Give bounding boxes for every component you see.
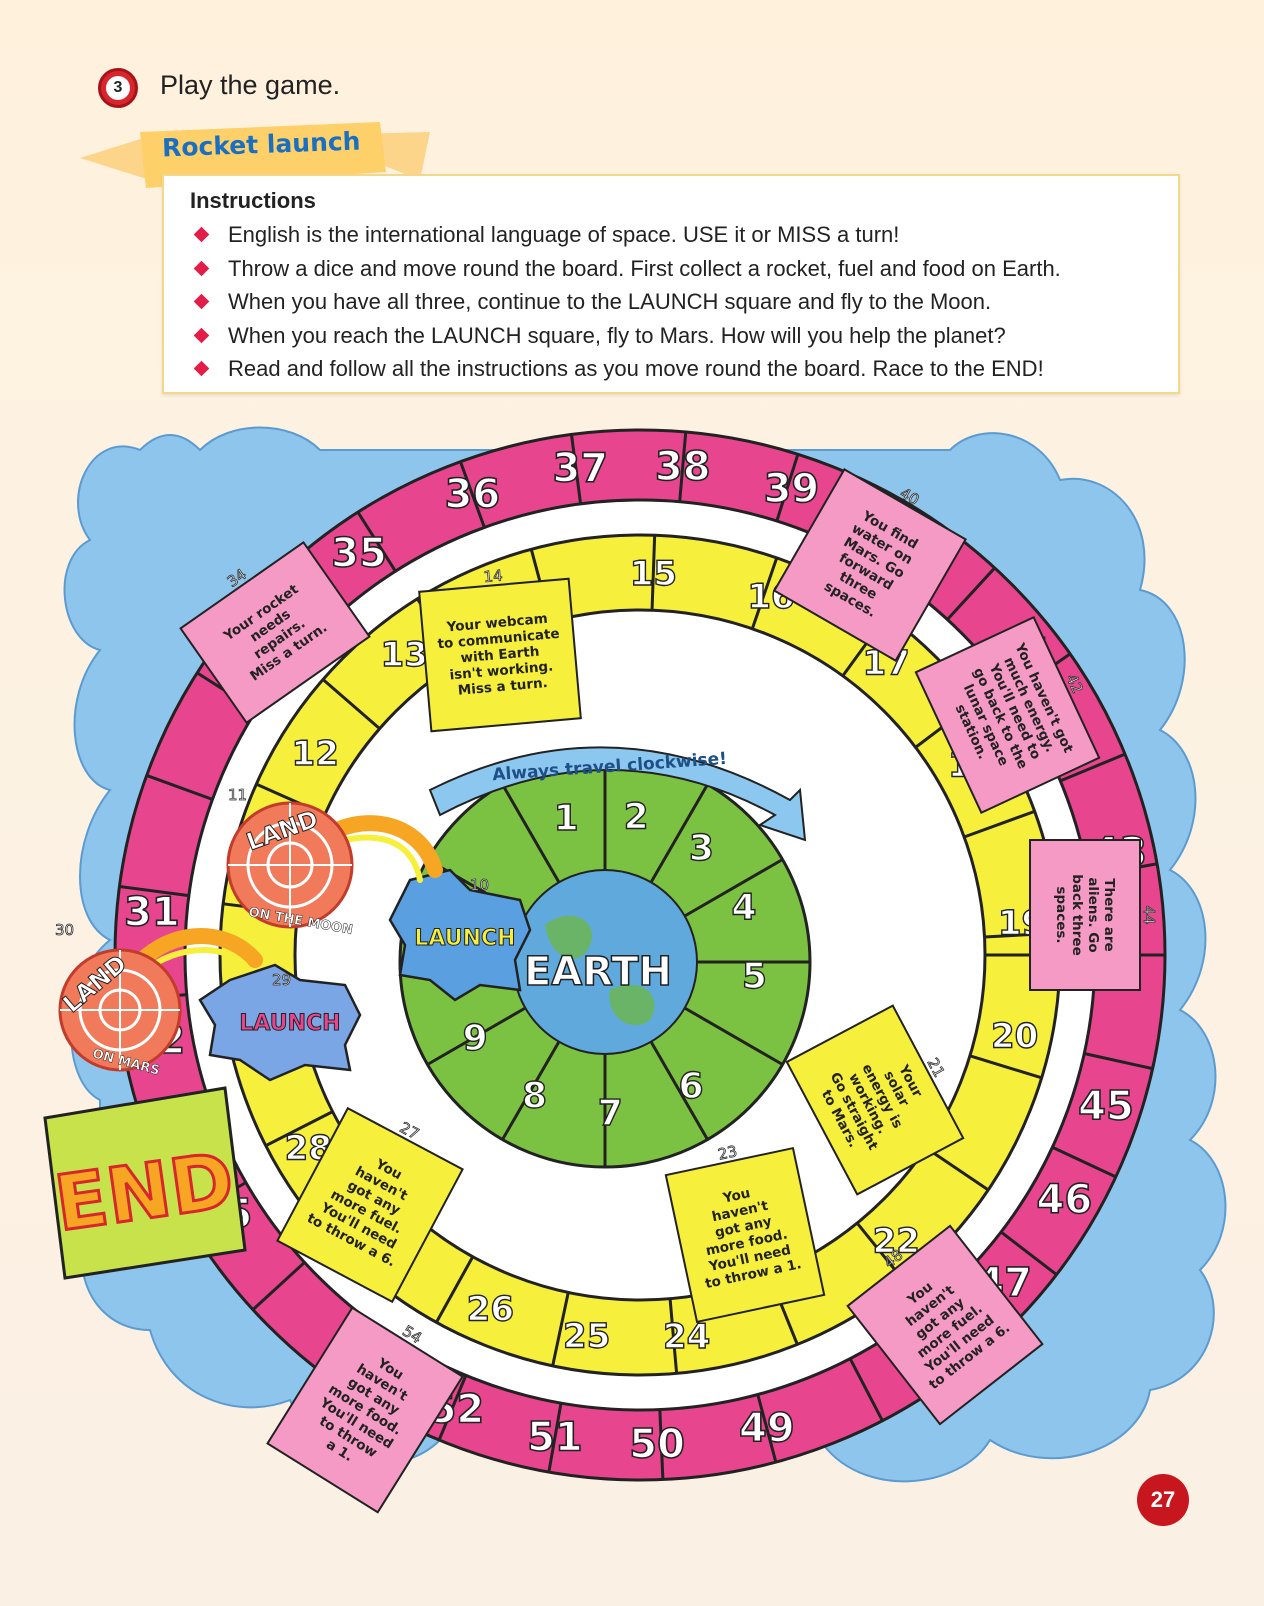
square-49: 49 [739, 1405, 795, 1451]
instruction-item: When you have all three, continue to the… [193, 285, 1061, 319]
land-moon-number: 11 [228, 786, 247, 804]
square-46: 46 [1037, 1177, 1093, 1223]
launch-29-space: 29 LAUNCH [198, 963, 362, 1082]
card-number: 23 [716, 1142, 738, 1164]
title-ribbon [80, 122, 430, 188]
square-24: 24 [663, 1317, 710, 1357]
card-text-line: aliens. Go [1085, 877, 1101, 952]
square-28: 28 [285, 1129, 332, 1169]
square-51: 51 [527, 1415, 583, 1461]
exercise-number: 3 [106, 76, 130, 100]
square-8: 8 [522, 1075, 547, 1116]
land-on-the-moon-space: 11 LAND ON THE MOON [226, 786, 354, 938]
launch-29-number: 29 [272, 971, 291, 989]
card-text-line: back three [1069, 874, 1085, 956]
square-36: 36 [445, 472, 501, 518]
square-1: 1 [554, 798, 579, 839]
square-37: 37 [552, 446, 608, 492]
instruction-item: Throw a dice and move round the board. F… [193, 252, 1061, 286]
instruction-item: English is the international language of… [193, 218, 1061, 252]
square-9: 9 [463, 1018, 488, 1059]
square-6: 6 [679, 1066, 704, 1107]
square-3: 3 [689, 828, 714, 869]
end-space: END [43, 1086, 247, 1280]
square-35: 35 [331, 531, 387, 577]
square-31: 31 [124, 889, 180, 935]
card-text-line: You [721, 1185, 752, 1207]
instruction-item: When you reach the LAUNCH square, fly to… [193, 319, 1061, 353]
card-number: 44 [1140, 905, 1158, 924]
square-5: 5 [742, 956, 767, 997]
card-text-line: There are [1101, 878, 1117, 951]
instructions-box [162, 174, 1180, 394]
earth-label: EARTH [524, 949, 672, 995]
square-20: 20 [991, 1017, 1038, 1057]
square-15: 15 [630, 554, 677, 594]
square-2: 2 [624, 796, 649, 837]
square-45: 45 [1078, 1083, 1134, 1129]
square-13: 13 [381, 635, 428, 675]
land-mars-number: 30 [55, 921, 74, 939]
launch-10-number: 10 [470, 876, 489, 894]
square-7: 7 [598, 1093, 623, 1134]
square-38: 38 [655, 444, 711, 490]
square-26: 26 [467, 1290, 514, 1330]
square-4: 4 [732, 887, 757, 928]
card-text-line: Miss a turn. [457, 675, 548, 699]
card-text-line: with Earth [460, 644, 540, 667]
instructions-list: English is the international language of… [193, 218, 1061, 386]
card-number: 14 [483, 567, 504, 587]
launch-10-space: 10 LAUNCH [388, 868, 532, 1002]
square-50: 50 [629, 1422, 685, 1468]
launch-29-label: LAUNCH [239, 1011, 340, 1036]
exercise-number-badge: 3 [98, 68, 138, 108]
instruction-item: Read and follow all the instructions as … [193, 352, 1061, 386]
card-text-line: spaces. [1053, 886, 1069, 943]
instructions-heading: Instructions [190, 188, 316, 213]
square-39: 39 [764, 466, 820, 512]
exercise-title: Play the game. [160, 70, 341, 100]
page-number: 27 [1137, 1474, 1189, 1526]
launch-10-label: LAUNCH [414, 926, 515, 951]
square-25: 25 [563, 1316, 610, 1356]
square-12: 12 [292, 734, 339, 774]
